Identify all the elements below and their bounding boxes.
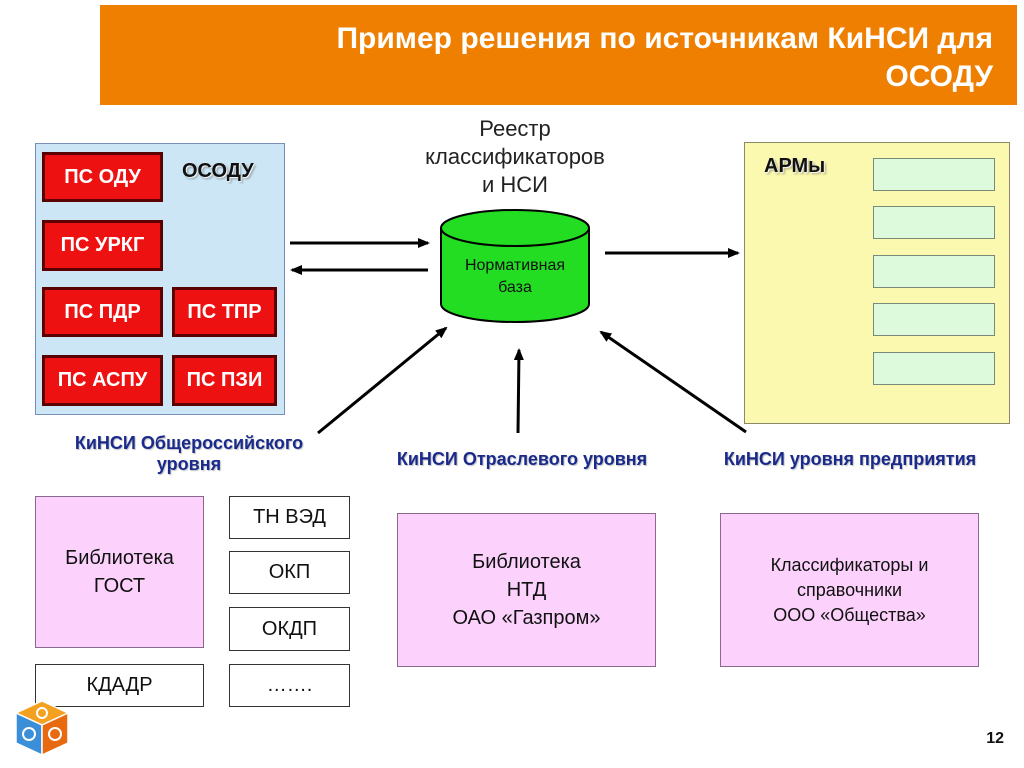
slide-title-line1: Пример решения по источникам КиНСИ для — [336, 22, 993, 55]
gost-library-line1: Библиотека — [65, 547, 174, 569]
registry-line2: классификаторов — [425, 144, 605, 169]
arms-label: АРМы — [764, 155, 826, 177]
national-level-line1: КиНСИ Общероссийского — [74, 433, 304, 453]
more-box: ……. — [229, 664, 350, 707]
database-line1: Нормативная — [464, 257, 566, 274]
ntd-library-line2: НТД — [506, 579, 547, 601]
database-line2: база — [498, 279, 532, 296]
arrow-industry-to-db — [513, 348, 524, 434]
osodu-label: ОСОДУ — [182, 160, 254, 182]
arrow-enterprise-to-db — [599, 330, 747, 434]
arm-workstation-1 — [873, 158, 995, 191]
classifiers-line2: справочники — [796, 579, 903, 600]
arrow-national-to-db — [317, 326, 448, 435]
database-cylinder — [440, 209, 590, 323]
kdadr-box: КДАДР — [35, 664, 204, 707]
slide-title-line2: ОСОДУ — [885, 60, 993, 93]
okp-box: ОКП — [229, 551, 350, 594]
national-level-caption: КиНСИ Общероссийского уровня — [30, 433, 348, 475]
ntd-library-line1: Библиотека — [472, 551, 581, 573]
ntd-library-line3: ОАО «Газпром» — [452, 607, 601, 629]
ps-odu-block: ПС ОДУ — [42, 152, 163, 202]
database-label: Нормативная база — [441, 255, 589, 299]
national-level-line2: уровня — [156, 454, 222, 474]
arm-workstation-5 — [873, 352, 995, 385]
arm-workstation-4 — [873, 303, 995, 336]
classifiers-line3: ООО «Общества» — [773, 604, 926, 625]
ps-aspu-block: ПС АСПУ — [42, 355, 163, 406]
tn-ved-box: ТН ВЭД — [229, 496, 350, 539]
registry-line3: и НСИ — [482, 172, 548, 197]
gost-library-box: Библиотека ГОСТ — [35, 496, 204, 648]
page-number: 12 — [986, 730, 1004, 747]
title-bar: Пример решения по источникам КиНСИ для О… — [100, 5, 1017, 105]
arm-workstation-3 — [873, 255, 995, 288]
ps-pdr-block: ПС ПДР — [42, 287, 163, 337]
ntd-library-box: Библиотека НТД ОАО «Газпром» — [397, 513, 656, 667]
registry-caption: Реестр классификаторов и НСИ — [400, 115, 630, 199]
ps-pzi-block: ПС ПЗИ — [172, 355, 277, 406]
classifiers-box: Классификаторы и справочники ООО «Общест… — [720, 513, 979, 667]
industry-level-caption: КиНСИ Отраслевого уровня — [396, 449, 648, 469]
cube-logo-icon — [14, 700, 70, 757]
arm-workstation-2 — [873, 206, 995, 239]
gost-library-line2: ГОСТ — [93, 575, 146, 597]
ps-tpr-block: ПС ТПР — [172, 287, 277, 337]
registry-line1: Реестр — [479, 116, 551, 141]
classifiers-line1: Классификаторы и — [770, 554, 929, 575]
okdp-box: ОКДП — [229, 607, 350, 651]
enterprise-level-caption: КиНСИ уровня предприятия — [723, 449, 977, 469]
ps-urkg-block: ПС УРКГ — [42, 220, 163, 271]
